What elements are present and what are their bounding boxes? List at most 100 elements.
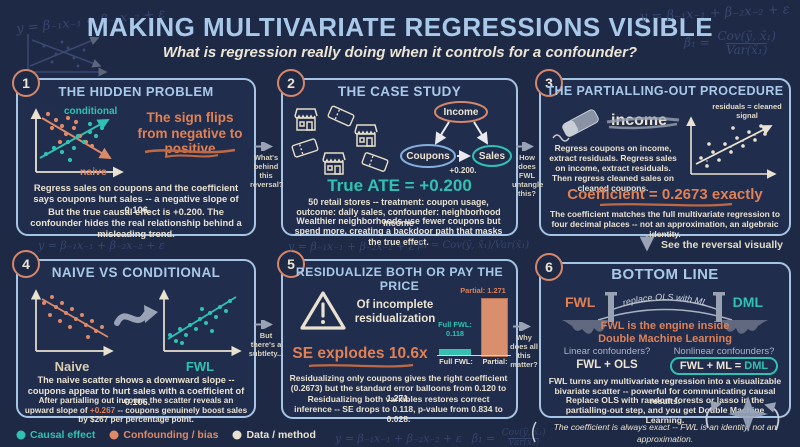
panel-2-headline: True ATE = +0.200 <box>327 176 472 195</box>
bridge-arc-label: replace OLS with ML <box>622 292 709 308</box>
naive-scatter <box>30 289 114 357</box>
panel-5-number: 5 <box>277 250 305 278</box>
right-arrow-icon <box>255 320 273 329</box>
se-bar-chart: Partial: 1.271 Full FWL: 0.118 Full FWL:… <box>437 286 511 371</box>
panel-4-body2: After partialling out income, the scatte… <box>24 396 248 425</box>
bar-full-fwl <box>439 349 471 355</box>
beta-lhs: β̂₁ = <box>684 35 710 50</box>
legend-label-data: Data / method <box>246 429 316 441</box>
bottom-beta-num: Cov(ỹ, x̃₁) <box>501 428 546 438</box>
page-subtitle: What is regression really doing when it … <box>162 44 638 61</box>
svg-text:replace OLS with ML: replace OLS with ML <box>622 292 709 308</box>
panel-partialling-out: 3 THE PARTIALLING-OUT PROCEDURE income r… <box>535 69 791 239</box>
bridge-label-fwl: FWL <box>565 294 596 310</box>
bg-formula-row1-center: y = β₋₁x₋₁ + β₋₂x₋₂ + ε <box>288 240 415 253</box>
panel-residualize-both: 5 RESIDUALIZE BOTH OR PAY THE PRICE Of i… <box>277 250 518 424</box>
panel-5-body2: Residualizing both variables restores co… <box>294 394 503 425</box>
panel-3-headline: Coefficient = 0.2673 exactly <box>567 186 763 203</box>
connector-subtlety: But there's a subtlety... <box>248 320 284 358</box>
beta-den: Var(x̃₁) <box>726 42 768 57</box>
legend-dot-causal-icon <box>16 430 26 440</box>
question-linear: Linear confounders? <box>563 346 651 357</box>
right-arrow-icon <box>513 322 531 331</box>
chart-baseline <box>437 355 511 356</box>
connector-matter: Why does all this matter? <box>508 322 540 369</box>
right-arrow-icon <box>255 142 273 151</box>
panel-1-title: THE HIDDEN PROBLEM <box>58 84 214 99</box>
question-nonlinear: Nonlinear confounders? <box>673 346 775 357</box>
panel-3-title: THE PARTIALLING-OUT PROCEDURE <box>546 84 784 98</box>
legend-item-confounding: Confounding / bias <box>109 429 218 441</box>
sparkle-and-arrows-icon <box>705 396 780 432</box>
panel-4-number: 4 <box>12 250 40 278</box>
bar-partial <box>481 298 508 357</box>
answer-nonlinear-value: DML <box>744 360 769 372</box>
panel-3-body2: The coefficient matches the full multiva… <box>550 209 780 239</box>
erased-word: income <box>611 112 668 129</box>
beta-num: Cov(ỹ, x̃₁) <box>717 29 776 43</box>
legend-dot-data-icon <box>232 430 242 440</box>
panel-5-body1: Residualizing only coupons gives the rig… <box>289 373 508 404</box>
panel-6-body2: Replace OLS with random forests or lasso… <box>565 395 765 426</box>
panel-bottom-line: 6 BOTTOM LINE replace OLS with ML FWL DM… <box>535 253 791 425</box>
label-conditional: conditional <box>64 106 118 117</box>
connector-see-reversal: See the reversal visually <box>640 234 783 256</box>
panel-1-body2: But the true causal effect is +0.200. Th… <box>30 206 242 240</box>
panel-1-body1: Regress sales on coupons and the coeffic… <box>33 182 239 216</box>
bg-formula-bottom: y = β₋₁x₋₁ + β₋₂x₋₂ + ε β̂₁ = Cov(ỹ, x̃₁… <box>335 428 546 447</box>
legend: Causal effect Confounding / bias Data / … <box>16 429 316 441</box>
label-fwl: FWL <box>185 359 215 374</box>
connector-reversal: What's behind this reversal? <box>250 142 284 189</box>
panel-6-headline-line2: Double Machine Learning <box>598 332 732 345</box>
warning-triangle-icon <box>300 291 346 330</box>
bar-value-full-text: 0.118 <box>445 328 465 338</box>
legend-item-data: Data / method <box>232 429 316 441</box>
panel-5-headline: SE explodes 10.6x <box>292 345 428 362</box>
panel-2-number: 2 <box>277 69 305 97</box>
label-naive: Naive <box>54 359 90 374</box>
right-arrow-icon <box>516 142 534 151</box>
underline-swoosh-icon <box>308 363 414 368</box>
panel-1-number: 1 <box>12 69 40 97</box>
bar-label-full: Full FWL: 0.118 <box>437 320 473 338</box>
warning-text: Of incomplete residualization <box>354 299 436 325</box>
legend-item-causal: Causal effect <box>16 429 95 441</box>
panel-2-body2: Wealthier neighborhoods use fewer coupon… <box>294 216 503 247</box>
x-label-partial: Partial: <box>482 357 508 366</box>
bottom-beta-den: Var(x̃₁) <box>508 438 540 447</box>
bridge-label-dml: DML <box>732 294 763 310</box>
page-title: MAKING MULTIVARIATE REGRESSIONS VISIBLE <box>86 12 714 42</box>
connector-fwl: How does FWL untangle this? <box>512 142 544 198</box>
bg-formula-row1-beta: β̂₁ = Cov(ỹ, x̃₁)/Var(x̃₁) <box>418 240 530 251</box>
bg-formula-beta-top-right: β̂₁ = Cov(ỹ, x̃₁)Var(x̃₁) <box>684 30 776 56</box>
dag-edge-label: +0.200. <box>450 166 477 175</box>
panel-2-title: THE CASE STUDY <box>337 84 462 99</box>
panel-naive-vs-conditional: 4 NAIVE VS CONDITIONAL Naive FWL The nai… <box>12 250 256 424</box>
connector-fwl-text: How does FWL untangle this? <box>512 153 544 198</box>
dag-node-coupons: Coupons <box>406 151 450 162</box>
underline-swoosh-icon <box>144 148 236 158</box>
confounder-dag: Income Coupons Sales +0.200. <box>400 101 512 175</box>
panel-4-title: NAIVE VS CONDITIONAL <box>51 265 221 280</box>
down-arrow-icon <box>640 236 654 252</box>
panel-6-number: 6 <box>535 253 563 281</box>
bar-label-partial: Partial: 1.271 <box>460 286 506 295</box>
panel-4-body2-pre: After partialling out income, the scatte… <box>24 396 234 415</box>
fwl-scatter <box>158 289 242 357</box>
underline-swoosh-icon <box>599 202 733 207</box>
bar-label-full-text: Full FWL: <box>438 320 472 329</box>
panel-4-body2-post: -- coupons genuinely boost sales by $267… <box>78 405 248 425</box>
footnote-line1: The coefficient is always exact -- FWL i… <box>553 422 777 444</box>
connector-reversal-text: What's behind this reversal? <box>250 153 284 189</box>
dag-node-sales: Sales <box>479 151 506 162</box>
label-naive: naive <box>80 166 107 178</box>
footnote: The coefficient is always exact -- FWL i… <box>538 422 792 447</box>
legend-label-confounding: Confounding / bias <box>123 429 219 441</box>
legend-dot-confounding-icon <box>109 430 119 440</box>
panel-hidden-problem: 1 THE HIDDEN PROBLEM conditional naive T… <box>12 69 256 240</box>
naive-vs-conditional-scatter <box>30 108 124 178</box>
bottom-formula-model: y = β₋₁x₋₁ + β₋₂x₋₂ + ε <box>335 432 462 446</box>
bridge-illustration: replace OLS with ML <box>562 292 768 334</box>
answer-nonlinear: FWL + ML = DML <box>665 357 783 376</box>
